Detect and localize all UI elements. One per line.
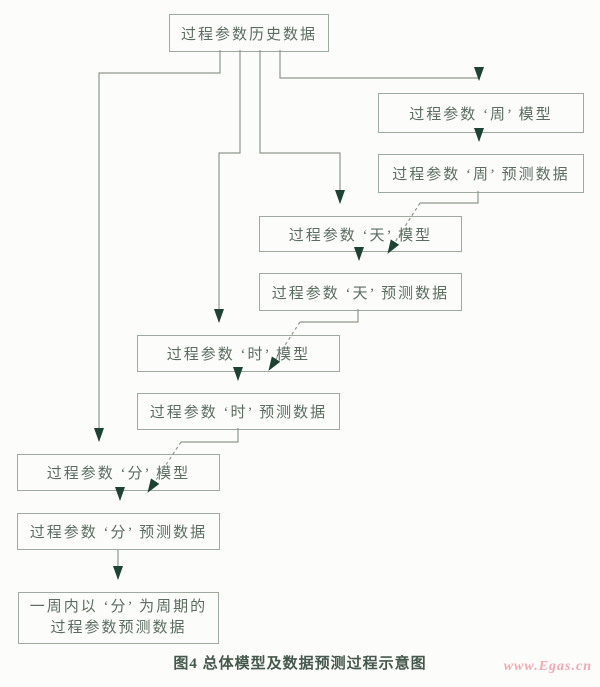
node-final-weekly-minute-forecast: 一周内以 ‘分’ 为周期的 过程参数预测数据 [18,592,219,644]
node-day-forecast-data: 过程参数 ‘天’ 预测数据 [259,273,462,311]
node-hour-forecast-data: 过程参数 ‘时’ 预测数据 [137,393,340,430]
final-box-line2: 过程参数预测数据 [50,620,187,636]
connector-history-to-hour-model [214,50,241,323]
node-history-data: 过程参数历史数据 [169,14,329,52]
connector-history-to-day-model [259,50,345,204]
figure-caption: 图4 总体模型及数据预测过程示意图 [173,656,427,672]
final-box-line1: 一周内以 ‘分’ 为周期的 [29,599,208,615]
node-day-model: 过程参数 ‘天’ 模型 [259,216,462,252]
connector-history-to-week-model [279,50,484,81]
node-week-model: 过程参数 ‘周’ 模型 [378,93,584,133]
node-hour-model: 过程参数 ‘时’ 模型 [137,335,340,372]
connector-history-to-minute-model [94,50,221,442]
site-watermark: www.Egas.cn [503,659,592,674]
node-week-forecast-data: 过程参数 ‘周’ 预测数据 [378,154,584,193]
node-minute-forecast-data: 过程参数 ‘分’ 预测数据 [17,513,220,550]
node-minute-model: 过程参数 ‘分’ 模型 [17,454,220,491]
